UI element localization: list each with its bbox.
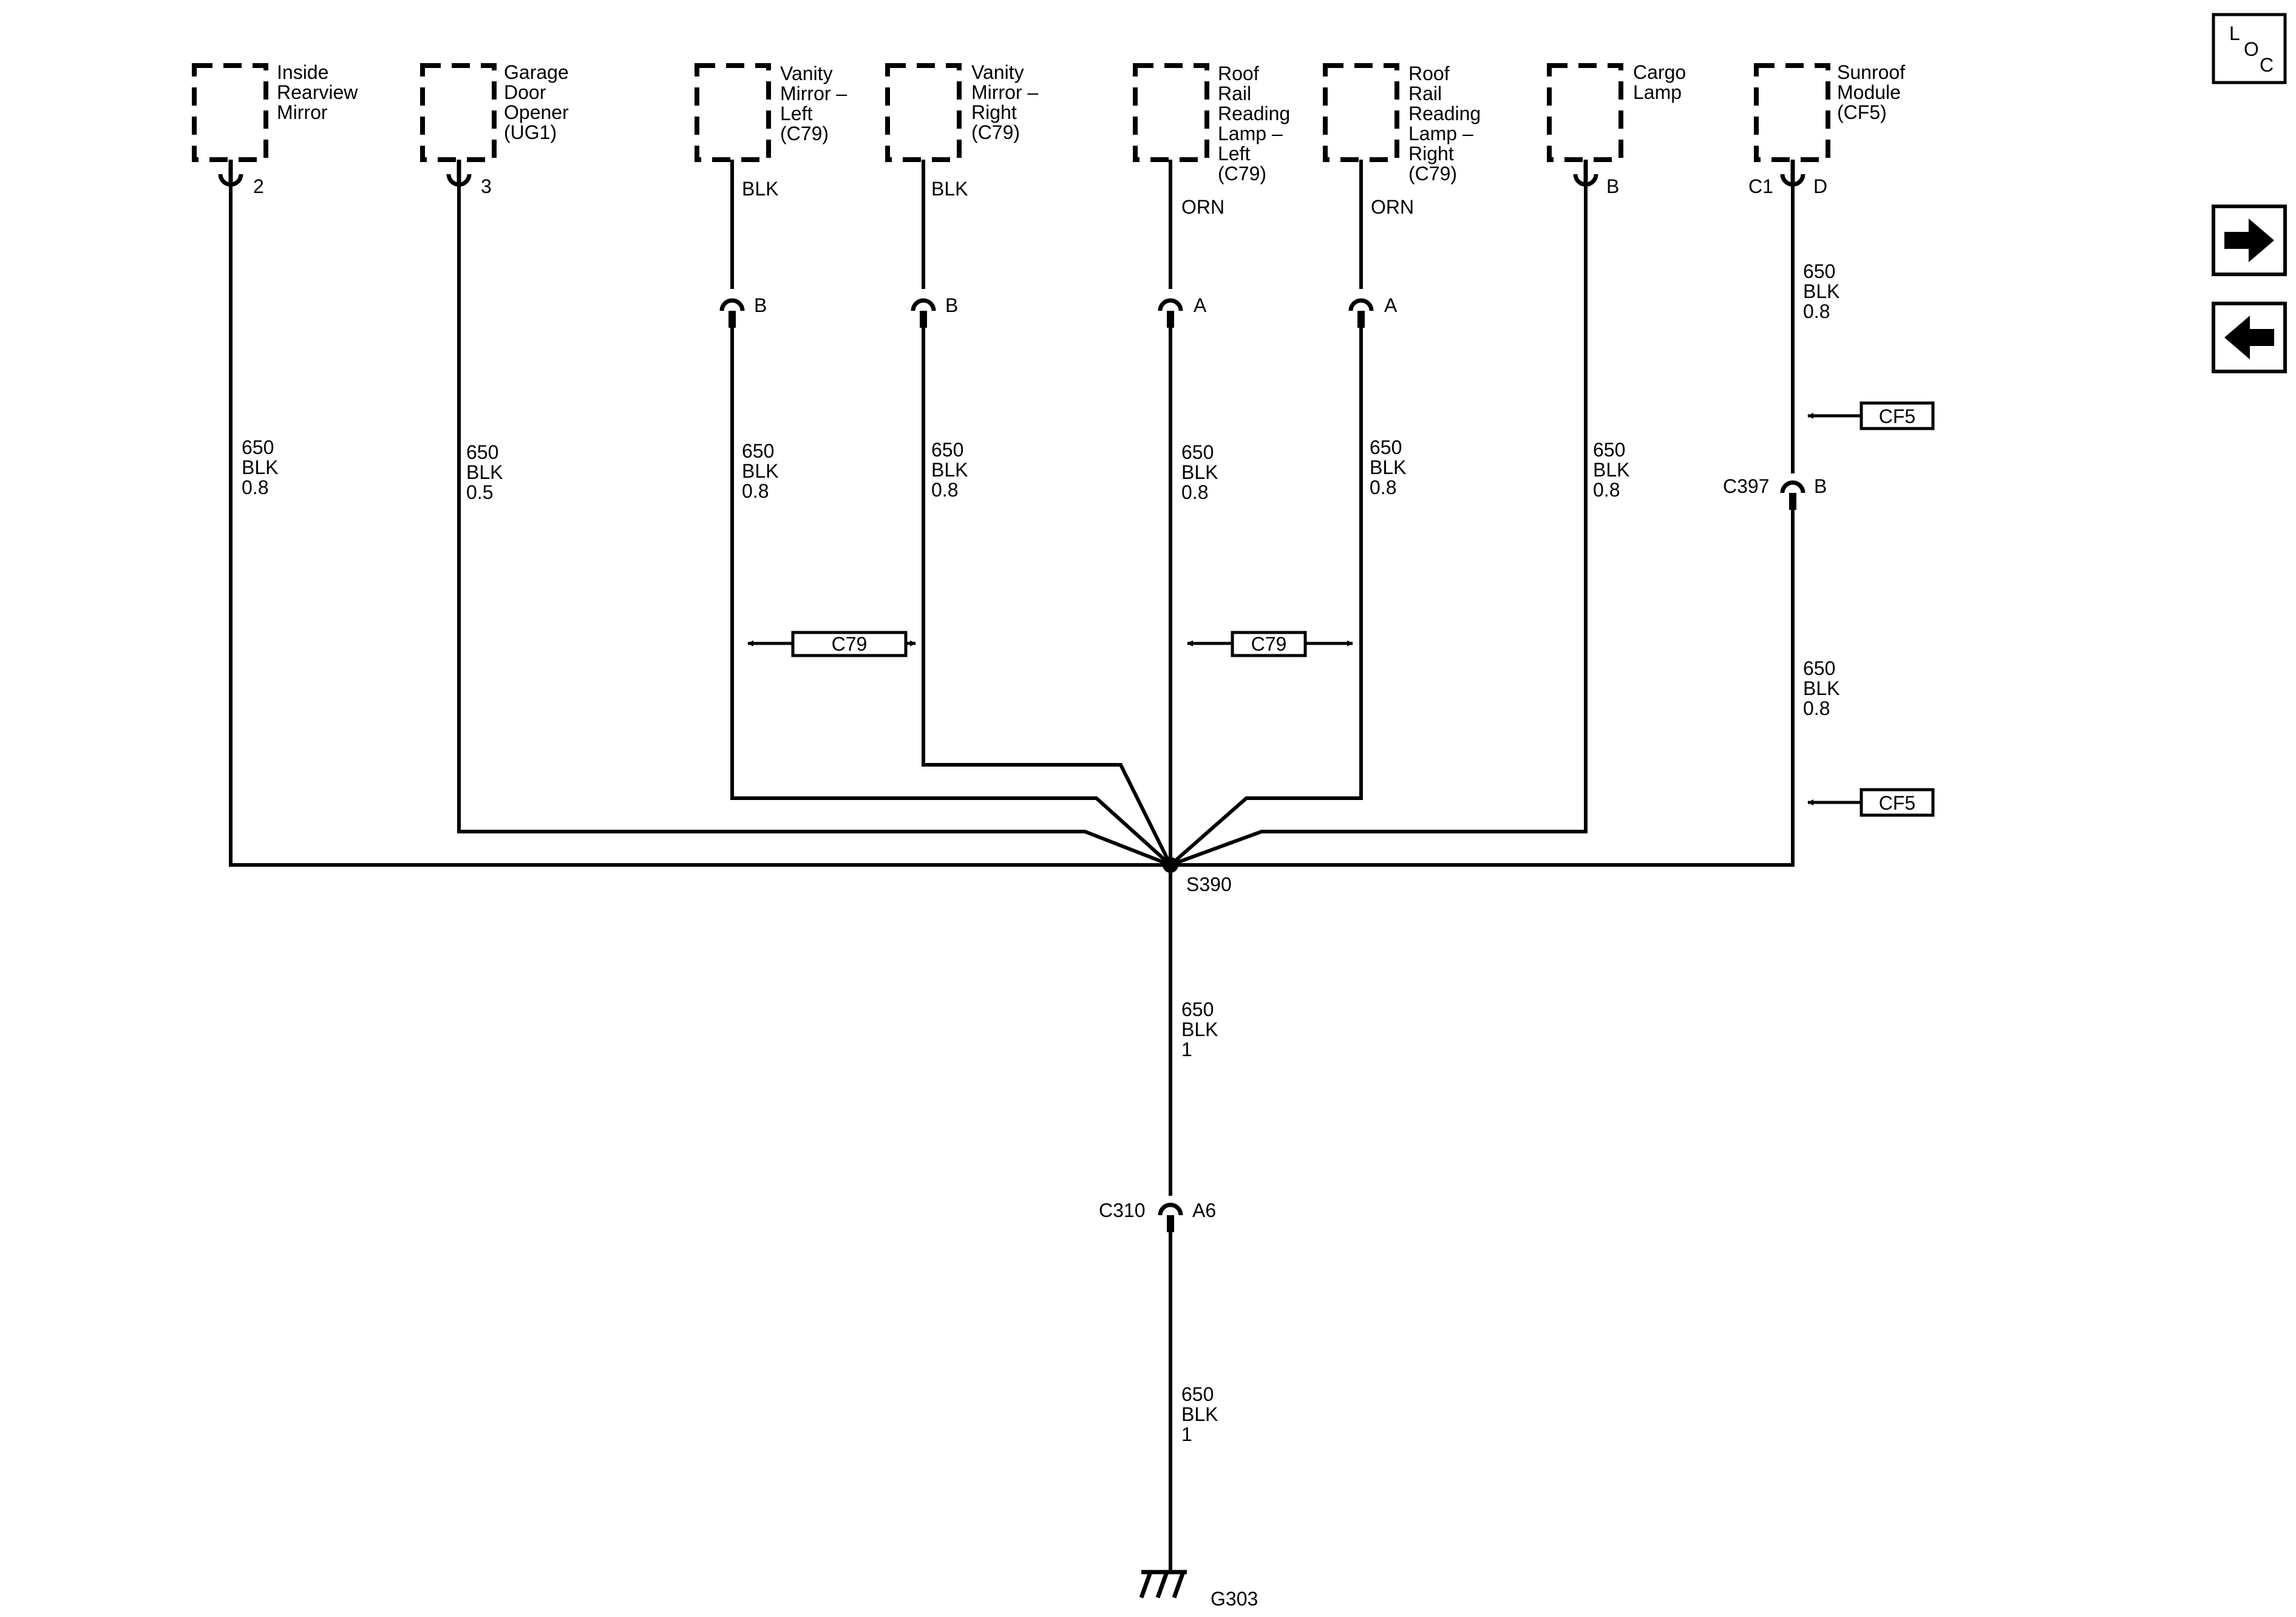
connector-c397[interactable]	[1780, 480, 1805, 493]
roof-rail-lamp-right-box[interactable]	[1323, 63, 1399, 162]
pin-inside-rearview-mirror: 2	[253, 175, 264, 197]
wire-label-vanity-right: 650 BLK 0.8	[931, 439, 973, 501]
splice-s390[interactable]	[1163, 857, 1178, 873]
inside-rearview-mirror-label: Inside Rearview Mirror	[277, 61, 363, 123]
pigtail-pin-vanity-left: B	[754, 294, 767, 316]
arrow-right-icon	[2224, 219, 2274, 262]
pin-cargo-lamp: B	[1606, 175, 1619, 197]
loc-letter-l: L	[2229, 22, 2240, 44]
wire-roof-rail-lamp-right[interactable]	[1169, 328, 1363, 867]
pigtail-pin-roof-right: A	[1384, 294, 1398, 316]
roof-rail-lamp-right-label: Roof Rail Reading Lamp – Right (C79)	[1408, 63, 1486, 185]
wire-label-inside-rearview-mirror: 650 BLK 0.8	[242, 436, 284, 498]
component-boxes	[192, 63, 1830, 162]
c79-label: C79	[832, 633, 868, 655]
inline-connector-vanity-right[interactable]	[911, 298, 936, 311]
loc-button[interactable]: L O C	[2212, 13, 2287, 84]
connector-c310[interactable]	[1158, 1202, 1183, 1216]
sunroof-module-label: Sunroof Module (CF5)	[1837, 61, 1911, 123]
ground-symbol-icon[interactable]	[1139, 1570, 1187, 1599]
pigtail-color-roof-right: ORN	[1371, 196, 1414, 218]
roof-rail-lamp-left-label: Roof Rail Reading Lamp – Left (C79)	[1218, 63, 1296, 185]
pigtail-pin-vanity-right: B	[945, 294, 958, 316]
cf5-label: CF5	[1879, 792, 1915, 814]
cf5-box	[1860, 401, 1935, 430]
garage-door-opener-label: Garage Door Opener (UG1)	[504, 61, 574, 143]
wire-label-sunroof-lower: 650 BLK 0.8	[1803, 657, 1845, 719]
wire-vanity-mirror-left[interactable]	[730, 328, 1172, 867]
forward-button[interactable]	[2212, 205, 2287, 276]
inline-connector-roof-right[interactable]	[1348, 298, 1374, 311]
cargo-lamp-box[interactable]	[1547, 63, 1623, 162]
ground-label: G303	[1211, 1588, 1258, 1610]
c310-name: C310	[1099, 1199, 1146, 1221]
wire-label-sunroof-upper: 650 BLK 0.8	[1803, 260, 1845, 322]
back-button[interactable]	[2212, 302, 2287, 373]
splice-label: S390	[1186, 873, 1232, 895]
arrow-left-icon	[2224, 316, 2274, 359]
pigtail-pin-roof-left: A	[1194, 294, 1207, 316]
vanity-mirror-left-box[interactable]	[695, 63, 771, 162]
roof-rail-lamp-left-box[interactable]	[1133, 63, 1209, 162]
wire-label-roof-left: 650 BLK 0.8	[1181, 441, 1223, 503]
vanity-mirror-right-label: Vanity Mirror – Right (C79)	[971, 61, 1044, 143]
cf5-box	[1860, 788, 1935, 817]
c397-pin: B	[1814, 475, 1827, 497]
wire-label-splice-to-c310: 650 BLK 1	[1181, 998, 1223, 1060]
wire-labels: 650 BLK 0.8 650 BLK 0.5 650 BLK 0.8 650 …	[242, 260, 1845, 1445]
pigtail-color-vanity-right: BLK	[931, 178, 968, 200]
cf5-reference-upper[interactable]: CF5	[1807, 401, 1935, 430]
wire-inside-rearview-mirror[interactable]	[229, 185, 1170, 867]
c79-box	[791, 631, 908, 657]
wire-label-roof-right: 650 BLK 0.8	[1370, 436, 1411, 498]
wire-label-garage-door-opener: 650 BLK 0.5	[466, 441, 508, 503]
wires	[229, 160, 1795, 1571]
c79-box	[1231, 631, 1307, 657]
component-names: Inside Rearview Mirror Garage Door Opene…	[277, 61, 1911, 185]
connector-symbols	[218, 160, 1805, 1232]
wire-sunroof-lower[interactable]	[1170, 510, 1795, 867]
garage-door-opener-box[interactable]	[420, 63, 497, 162]
wire-garage-door-opener[interactable]	[457, 185, 1172, 867]
wire-label-vanity-left: 650 BLK 0.8	[742, 440, 784, 502]
vanity-mirror-right-box[interactable]	[885, 63, 962, 162]
wire-label-c310-to-ground: 650 BLK 1	[1181, 1383, 1223, 1445]
connector-c1-label: C1	[1748, 175, 1773, 197]
loc-letter-c: C	[2260, 54, 2274, 76]
pigtail-color-vanity-left: BLK	[742, 178, 778, 200]
pin-sunroof-module: D	[1813, 175, 1827, 197]
c79-reference-left[interactable]: C79	[747, 631, 916, 657]
c79-reference-right[interactable]: C79	[1187, 631, 1353, 657]
inside-rearview-mirror-box[interactable]	[192, 63, 268, 162]
pin-garage-door-opener: 3	[481, 175, 492, 197]
inline-connector-vanity-left[interactable]	[719, 298, 745, 311]
cf5-reference-lower[interactable]: CF5	[1807, 788, 1935, 817]
c397-name: C397	[1723, 475, 1770, 497]
loc-letter-o: O	[2244, 38, 2259, 60]
sunroof-module-box[interactable]	[1754, 63, 1830, 162]
wire-label-cargo-lamp: 650 BLK 0.8	[1593, 439, 1635, 501]
c310-pin: A6	[1192, 1199, 1216, 1221]
wire-vanity-mirror-right[interactable]	[922, 328, 1172, 866]
wire-cargo-lamp[interactable]	[1169, 185, 1588, 867]
vanity-mirror-left-label: Vanity Mirror – Left (C79)	[780, 63, 852, 144]
cargo-lamp-label: Cargo Lamp	[1633, 61, 1691, 103]
inline-connector-roof-left[interactable]	[1158, 298, 1183, 311]
cf5-label: CF5	[1879, 405, 1915, 427]
c79-label: C79	[1251, 633, 1287, 655]
pin-labels: 2 3 B C1 D BLK BLK ORN ORN B B A A C397 …	[253, 175, 1827, 1610]
pigtail-color-roof-left: ORN	[1181, 196, 1224, 218]
